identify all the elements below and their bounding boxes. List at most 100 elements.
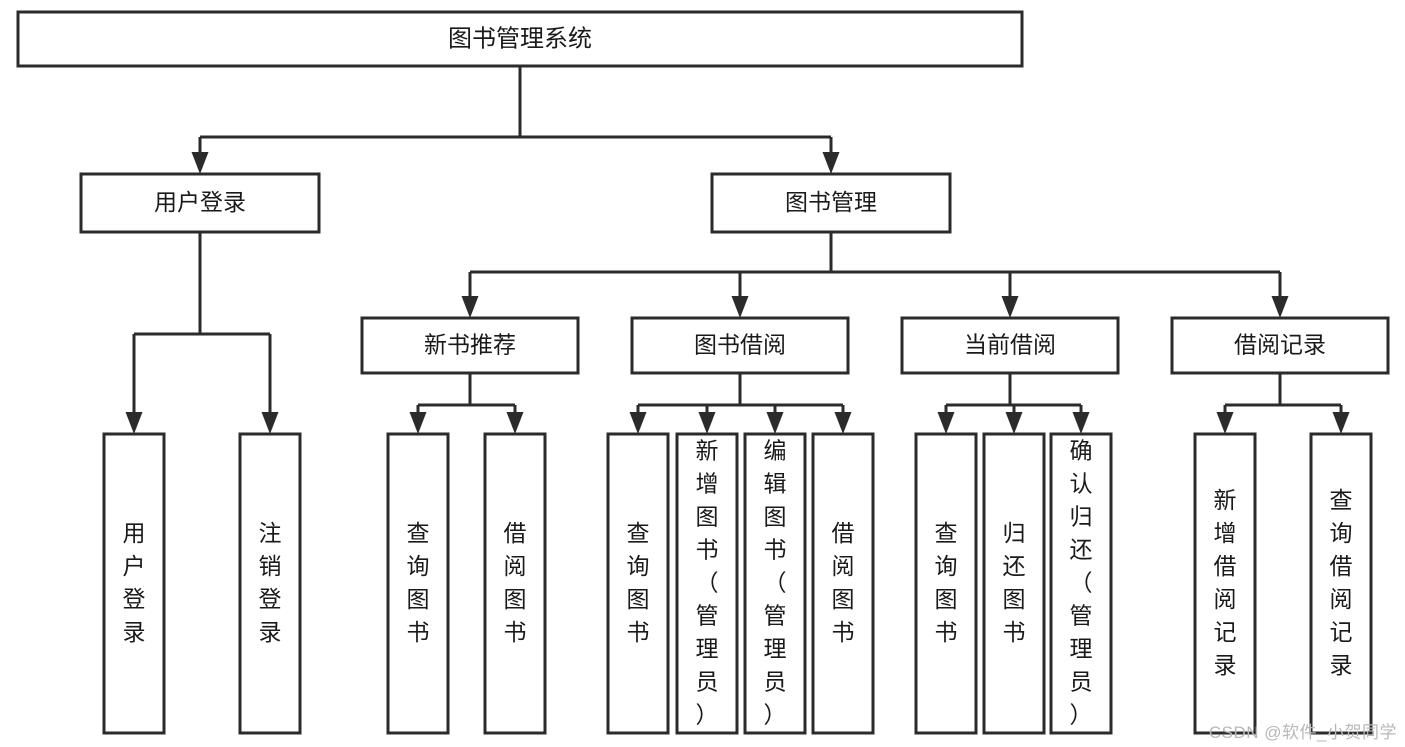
- node-box: [16, 10, 1024, 68]
- arrow-head-icon: [834, 412, 852, 434]
- node-label-char: （: [764, 570, 787, 596]
- node-box: [79, 172, 321, 234]
- node-box: [386, 432, 450, 735]
- node-label-char: 图: [627, 586, 650, 612]
- node-label-char: 查: [1330, 487, 1353, 513]
- node-label-char: 录: [259, 619, 282, 645]
- node-label-char: 注: [259, 520, 282, 546]
- node-label: 新书推荐: [424, 332, 516, 358]
- node-label-char: 询: [407, 553, 430, 579]
- node-label-char: 图: [1003, 586, 1026, 612]
- node-label-char: 图: [407, 586, 430, 612]
- node-new-book-recommend[interactable]: 新书推荐: [360, 316, 580, 375]
- arrow-head-icon: [461, 296, 479, 318]
- node-box: [360, 316, 580, 375]
- node-label-char: 借: [504, 520, 527, 546]
- node-label: 图书管理系统: [448, 25, 592, 52]
- arrow-head-icon: [731, 296, 749, 318]
- node-label-char: 归: [1070, 504, 1093, 530]
- node-label-char: 书: [627, 619, 650, 645]
- arrow-head-icon: [506, 412, 524, 434]
- node-label-char: 阅: [1330, 586, 1353, 612]
- node-book-borrow[interactable]: 图书借阅: [630, 316, 850, 375]
- node-label-char: 询: [935, 553, 958, 579]
- node-user-login[interactable]: 用户登录: [79, 172, 321, 234]
- node-label-char: 员: [1070, 669, 1093, 695]
- node-label-char: 录: [1214, 652, 1237, 678]
- node-label-vertical: 用户登录: [123, 520, 146, 645]
- node-borrow-record[interactable]: 借阅记录: [1170, 316, 1390, 375]
- node-label-char: 还: [1003, 553, 1026, 579]
- connector-group: [937, 373, 1090, 434]
- nodes-layer: 图书管理系统用户登录图书管理新书推荐图书借阅当前借阅借阅记录用户登录注销登录查询…: [16, 10, 1390, 735]
- arrow-head-icon: [125, 412, 143, 434]
- node-label-char: 管: [696, 603, 719, 629]
- node-label-char: 录: [123, 619, 146, 645]
- node-label-char: （: [696, 570, 719, 596]
- node-label-char: 阅: [1214, 586, 1237, 612]
- node-label-char: 图: [832, 586, 855, 612]
- node-label-char: 查: [407, 520, 430, 546]
- node-current-borrow[interactable]: 当前借阅: [900, 316, 1120, 375]
- arrow-head-icon: [1001, 296, 1019, 318]
- node-label-char: 增: [696, 471, 719, 497]
- node-label-char: 管: [1070, 603, 1093, 629]
- node-box: [606, 432, 670, 735]
- node-label-char: ）: [764, 702, 787, 728]
- arrow-head-icon: [1005, 412, 1023, 434]
- node-leaf-user-login[interactable]: 用户登录: [102, 432, 166, 735]
- node-label-char: 理: [764, 636, 787, 662]
- node-box: [630, 316, 850, 375]
- node-root[interactable]: 图书管理系统: [16, 10, 1024, 68]
- arrow-head-icon: [629, 412, 647, 434]
- arrow-head-icon: [409, 412, 427, 434]
- node-label-char: 记: [1214, 619, 1237, 645]
- node-label: 图书借阅: [694, 332, 786, 358]
- node-label-char: 增: [1214, 520, 1237, 546]
- node-label-char: 编: [764, 438, 787, 464]
- arrow-head-icon: [1072, 412, 1090, 434]
- node-label-char: 还: [1070, 537, 1093, 563]
- node-label-char: ）: [1070, 702, 1093, 728]
- node-box: [914, 432, 978, 735]
- node-label-char: 书: [504, 619, 527, 645]
- node-label-char: 借: [1330, 553, 1353, 579]
- node-box: [238, 432, 302, 735]
- node-label: 图书管理: [785, 189, 877, 215]
- connector-group: [1216, 373, 1350, 434]
- node-book-manage[interactable]: 图书管理: [710, 172, 952, 234]
- node-label-char: 查: [935, 520, 958, 546]
- node-box: [1170, 316, 1390, 375]
- node-label-char: 销: [259, 553, 282, 579]
- node-label: 借阅记录: [1234, 332, 1326, 358]
- node-label-char: 认: [1070, 471, 1093, 497]
- node-label-char: 图: [764, 504, 787, 530]
- connector-group: [461, 232, 1289, 318]
- arrow-head-icon: [1216, 412, 1234, 434]
- node-label-char: 新: [696, 438, 719, 464]
- connector-group: [191, 66, 840, 174]
- node-box: [675, 432, 739, 735]
- node-label-char: 记: [1330, 619, 1353, 645]
